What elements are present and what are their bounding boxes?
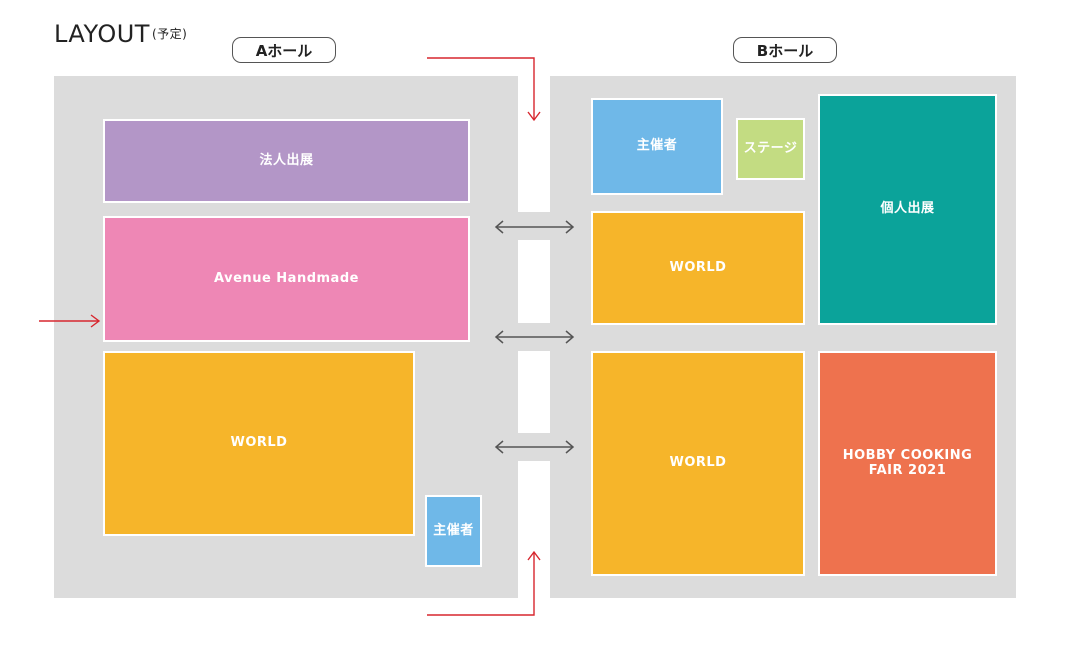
booth-world-a[interactable]: WORLD [103,351,415,536]
entrance-arrow-top-icon [427,57,541,122]
hall-a-label: Aホール [232,37,336,63]
booth-organizer-a[interactable]: 主催者 [425,495,482,567]
booth-world-b-bottom[interactable]: WORLD [591,351,805,576]
entrance-arrow-left-icon [39,314,101,328]
double-arrow-icon [494,440,575,454]
entrance-arrow-bottom-icon [427,550,541,616]
hall-b-label: Bホール [733,37,837,63]
booth-corporate-exhibit[interactable]: 法人出展 [103,119,470,203]
double-arrow-icon [494,220,575,234]
booth-hobby-cooking-fair[interactable]: HOBBY COOKING FAIR 2021 [818,351,997,576]
booth-individual-exhibit[interactable]: 個人出展 [818,94,997,325]
booth-world-b-top[interactable]: WORLD [591,211,805,325]
booth-stage[interactable]: ステージ [736,118,805,180]
entrance-arrows [39,57,541,616]
booth-avenue-handmade[interactable]: Avenue Handmade [103,216,470,342]
page-title: LAYOUT(予定) [54,20,187,48]
connector-arrows [494,220,575,454]
double-arrow-icon [494,330,575,344]
connecting-passage-1 [518,212,550,240]
booth-organizer-b[interactable]: 主催者 [591,98,723,195]
title-main: LAYOUT [54,20,150,48]
title-sub: (予定) [151,27,188,41]
